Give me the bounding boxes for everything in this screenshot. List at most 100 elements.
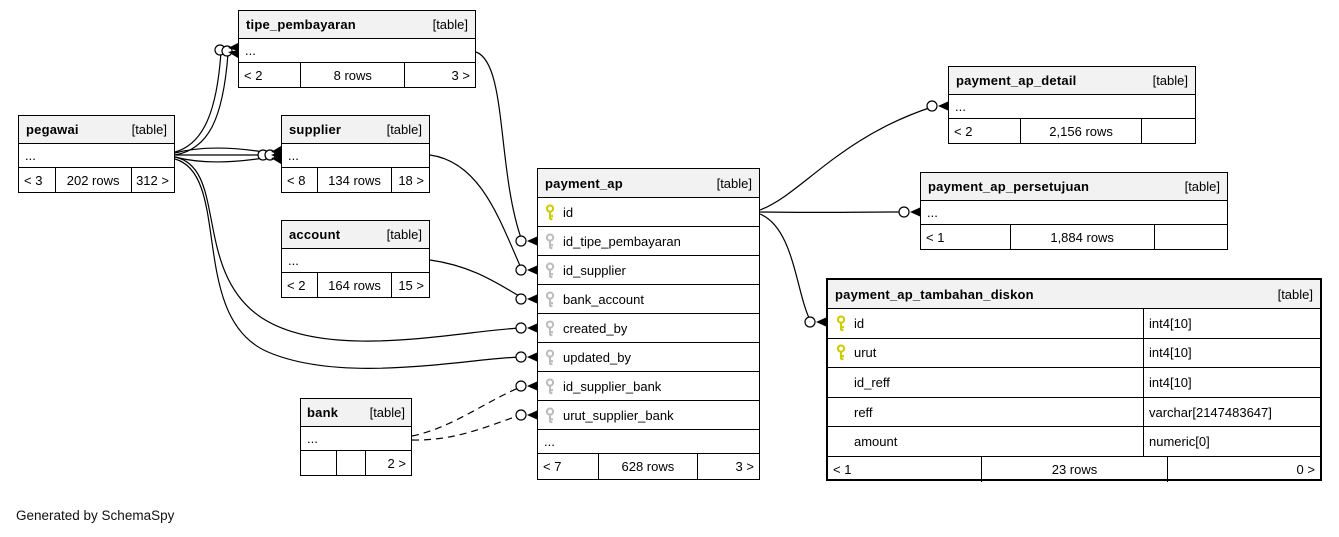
- table-header[interactable]: payment_ap_persetujuan [table]: [921, 173, 1227, 201]
- table-title: payment_ap_detail: [956, 73, 1077, 88]
- footer-parents: < 2: [954, 123, 973, 139]
- collapsed-columns-row: ...: [282, 144, 429, 168]
- table-tag: [table]: [369, 405, 405, 420]
- footer-rowcount: 202 rows: [54, 168, 131, 192]
- column-row-id-tipe-pembayaran: id_tipe_pembayaran: [538, 227, 759, 256]
- foreign-key-icon: [544, 232, 556, 250]
- foreign-key-icon: [544, 377, 556, 395]
- edge-account-paymentap: [429, 259, 522, 298]
- footer-children: 18 >: [390, 168, 429, 192]
- table-bank[interactable]: bank [table] ... 2 >: [300, 398, 412, 476]
- table-header[interactable]: account [table]: [282, 221, 429, 249]
- table-header[interactable]: payment_ap [table]: [538, 169, 759, 198]
- collapsed-columns-row: ...: [949, 95, 1195, 119]
- column-type: int4[10]: [1143, 368, 1320, 397]
- footer-children: 3 >: [697, 454, 759, 479]
- footer-rowcount: 2,156 rows: [1020, 119, 1141, 143]
- footer-rowcount: 164 rows: [317, 273, 391, 297]
- table-header[interactable]: payment_ap_detail [table]: [949, 67, 1195, 95]
- table-header[interactable]: pegawai [table]: [19, 116, 174, 144]
- table-header[interactable]: bank [table]: [301, 399, 411, 427]
- table-payment-ap[interactable]: payment_ap [table] id id_tipe_pembayaran…: [537, 168, 760, 480]
- footer-rowcount: [336, 451, 365, 475]
- edge-pegawai-tipe-1: [174, 51, 222, 153]
- table-footer: < 7 628 rows 3 >: [538, 454, 759, 479]
- table-title: pegawai: [26, 122, 79, 137]
- table-tag: [table]: [386, 122, 422, 137]
- collapsed-columns-row: ...: [538, 430, 759, 454]
- column-name: updated_by: [563, 349, 631, 365]
- edge-pegawai-tipe-2: [174, 53, 229, 156]
- table-title: payment_ap_persetujuan: [928, 179, 1090, 194]
- footer-parents: < 1: [926, 229, 945, 245]
- column-name: id_tipe_pembayaran: [563, 233, 681, 249]
- footer-rowcount: 8 rows: [300, 63, 404, 87]
- table-footer: < 1 23 rows 0 >: [828, 456, 1320, 482]
- column-row-reff: reff varchar[2147483647]: [828, 397, 1320, 428]
- column-name: amount: [854, 434, 898, 450]
- column-type: varchar[2147483647]: [1143, 397, 1320, 427]
- table-tag: [table]: [386, 227, 422, 242]
- table-pegawai[interactable]: pegawai [table] ... < 3 202 rows 312 >: [18, 115, 175, 193]
- column-name: urut: [854, 345, 877, 361]
- generated-by-note: Generated by SchemaSpy: [16, 508, 175, 523]
- primary-key-icon: [835, 344, 847, 361]
- footer-children: 15 >: [390, 273, 429, 297]
- column-name: created_by: [563, 320, 628, 336]
- table-supplier[interactable]: supplier [table] ... < 8 134 rows 18 >: [281, 115, 430, 193]
- edge-pegawai-createdby: [174, 156, 522, 342]
- edge-paymentap-tambahan: [759, 213, 811, 321]
- table-footer: < 8 134 rows 18 >: [282, 168, 429, 192]
- column-row-bank-account: bank_account: [538, 285, 759, 314]
- table-payment-ap-tambahan-diskon[interactable]: payment_ap_tambahan_diskon [table] id in…: [826, 278, 1322, 482]
- foreign-key-icon: [544, 261, 556, 279]
- table-payment-ap-persetujuan[interactable]: payment_ap_persetujuan [table] ... < 1 1…: [920, 172, 1228, 250]
- edge-pegawai-supplier-3: [174, 156, 265, 163]
- edge-pegawai-supplier-1: [174, 147, 265, 154]
- table-tipe-pembayaran[interactable]: tipe_pembayaran [table] ... < 2 8 rows 3…: [238, 10, 476, 88]
- footer-rowcount: 628 rows: [597, 454, 697, 479]
- footer-children: [1140, 119, 1195, 143]
- column-row-updated-by: updated_by: [538, 343, 759, 372]
- footer-rowcount: 134 rows: [317, 168, 391, 192]
- table-account[interactable]: account [table] ... < 2 164 rows 15 >: [281, 220, 430, 298]
- collapsed-columns-row: ...: [19, 144, 174, 168]
- table-header[interactable]: supplier [table]: [282, 116, 429, 144]
- table-payment-ap-detail[interactable]: payment_ap_detail [table] ... < 2 2,156 …: [948, 66, 1196, 144]
- table-footer: < 2 8 rows 3 >: [239, 63, 475, 87]
- column-row-id-reff: id_reff int4[10]: [828, 368, 1320, 398]
- table-title: payment_ap: [545, 175, 623, 191]
- edge-endpoints: [214, 43, 948, 421]
- primary-key-icon: [544, 203, 556, 221]
- footer-children: 312 >: [130, 168, 174, 192]
- footer-parents: < 2: [244, 67, 263, 83]
- footer-children: 3 >: [404, 63, 475, 87]
- column-row-id: id int4[10]: [828, 309, 1320, 339]
- collapsed-columns-row: ...: [239, 39, 475, 63]
- edge-supplier-paymentap: [429, 154, 522, 269]
- table-title: account: [289, 227, 341, 242]
- footer-children: 2 >: [364, 451, 411, 475]
- table-tag: [table]: [1184, 179, 1220, 194]
- column-name: id: [563, 204, 574, 220]
- foreign-key-icon: [544, 290, 556, 308]
- table-header[interactable]: payment_ap_tambahan_diskon [table]: [828, 280, 1320, 309]
- edge-tipe-paymentap: [475, 51, 522, 239]
- collapsed-columns-row: ...: [921, 201, 1227, 225]
- footer-parents: < 8: [287, 172, 306, 188]
- column-row-urut-supplier-bank: urut_supplier_bank: [538, 401, 759, 430]
- footer-rowcount: 23 rows: [980, 456, 1168, 482]
- column-row-id-supplier-bank: id_supplier_bank: [538, 372, 759, 401]
- table-footer: < 1 1,884 rows: [921, 225, 1227, 249]
- footer-children: 0 >: [1167, 456, 1320, 482]
- footer-rowcount: 1,884 rows: [1009, 225, 1154, 249]
- table-header[interactable]: tipe_pembayaran [table]: [239, 11, 475, 39]
- table-tag: [table]: [1152, 73, 1188, 88]
- column-name: reff: [854, 404, 873, 420]
- column-name: id_supplier_bank: [563, 378, 662, 394]
- column-row-urut: urut int4[10]: [828, 338, 1320, 369]
- edge-bank-urutsupplierbank: [411, 414, 522, 441]
- footer-parents: < 3: [24, 172, 43, 188]
- footer-parents: < 2: [287, 277, 306, 293]
